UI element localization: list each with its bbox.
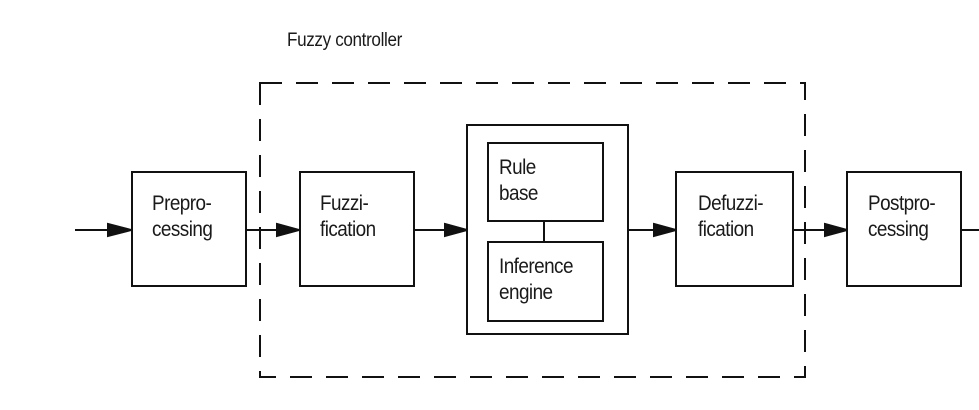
postprocessing-label-2: cessing xyxy=(868,218,929,241)
preprocessing-label-2: cessing xyxy=(152,218,213,241)
fuzzification-label-1: Fuzzi- xyxy=(320,192,369,215)
defuzzification-block xyxy=(675,171,794,287)
defuzzification-label-1: Defuzzi- xyxy=(698,192,764,215)
preprocessing-label-1: Prepro- xyxy=(152,192,212,215)
defuzzification-label-2: fication xyxy=(698,218,754,241)
rule-base-label-2: base xyxy=(499,182,538,205)
fuzzification-label-2: fication xyxy=(320,218,376,241)
inference-engine-block xyxy=(487,241,604,322)
arrow-pre-to-fuzz-head xyxy=(276,222,303,238)
preprocessing-block xyxy=(131,171,247,287)
arrow-fuzz-to-inference-head xyxy=(444,222,471,238)
rule-base-block xyxy=(487,142,604,222)
postprocessing-block xyxy=(846,171,962,287)
inference-engine-label-2: engine xyxy=(499,281,553,304)
fuzzy-controller-title: Fuzzy controller xyxy=(287,30,402,51)
arrow-inference-to-defuzz-head xyxy=(653,222,680,238)
rule-base-label-1: Rule xyxy=(499,156,536,179)
postprocessing-label-1: Postpro- xyxy=(868,192,936,215)
input-arrowhead xyxy=(107,222,135,238)
inference-engine-label-1: Inference xyxy=(499,255,573,278)
arrow-defuzz-to-post-head xyxy=(824,222,851,238)
fuzzification-block xyxy=(299,171,415,287)
